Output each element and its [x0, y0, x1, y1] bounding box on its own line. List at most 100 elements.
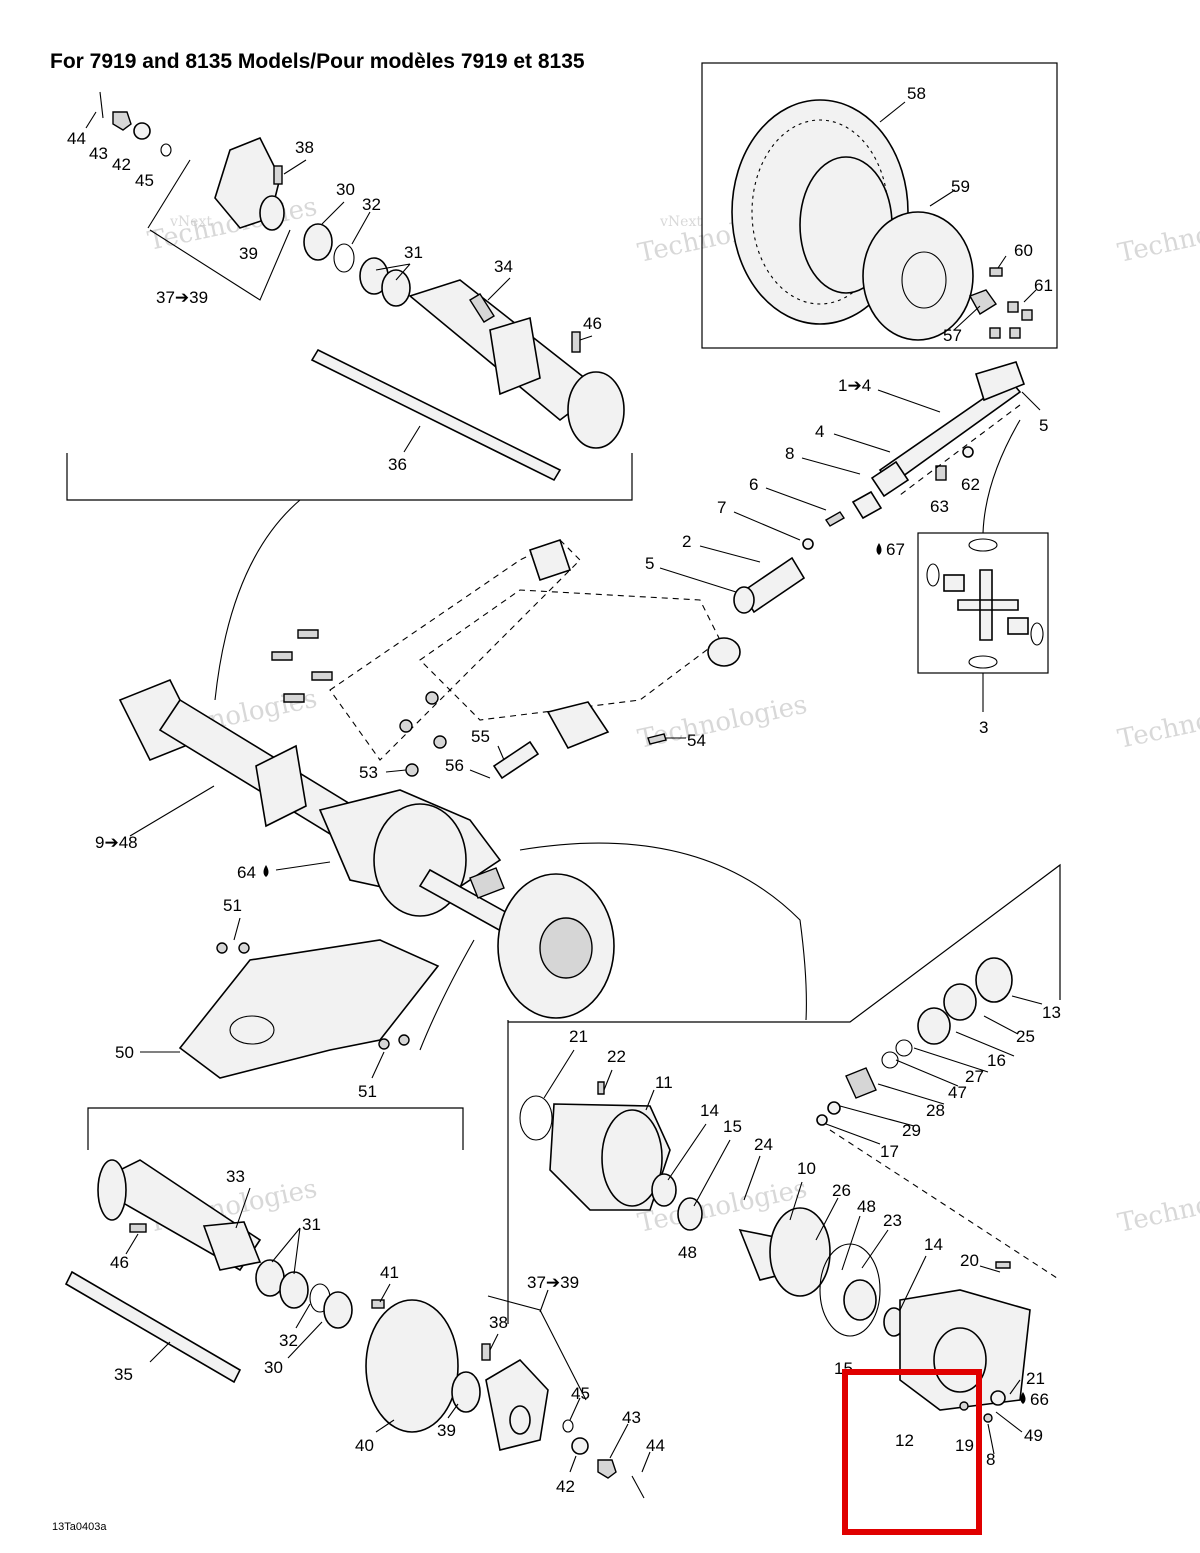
part-label: 40: [355, 1436, 374, 1455]
washer: [160, 143, 172, 157]
part-label: 16: [987, 1051, 1006, 1070]
part-label: 44: [646, 1436, 665, 1455]
swing-arm-outline: [329, 539, 581, 761]
part-label: 56: [445, 756, 464, 775]
part-label: 57: [943, 326, 962, 345]
part-label: 14: [700, 1101, 719, 1120]
nut: [597, 1459, 617, 1479]
diagram-title: For 7919 and 8135 Models/Pour modèles 79…: [50, 50, 585, 73]
part-label: 32: [362, 195, 381, 214]
part-label: 44: [67, 129, 86, 148]
leader-line: [419, 939, 475, 1051]
part-label: 25: [1016, 1027, 1035, 1046]
bearing: [651, 1173, 677, 1207]
part-label: 17: [880, 1142, 899, 1161]
bolt: [371, 1299, 385, 1309]
kit-bracket: [149, 229, 291, 301]
part-label: 7: [717, 498, 726, 517]
highlight-box: [842, 1369, 982, 1535]
part-label: 42: [112, 155, 131, 174]
part-label: 29: [902, 1121, 921, 1140]
hub-seal: [451, 1371, 481, 1413]
leader-line: [659, 389, 941, 593]
stud: [481, 1343, 491, 1361]
part-label: 39: [239, 244, 258, 263]
needle-bearing: [943, 574, 965, 592]
u-joint-cross: [957, 569, 1019, 641]
part-label: 26: [832, 1181, 851, 1200]
part-label: 10: [797, 1159, 816, 1178]
drain-plug: [990, 1390, 1006, 1406]
oil-drop-icon: [263, 865, 269, 877]
frame-bolts: [271, 629, 333, 703]
sleeve-end: [733, 586, 755, 614]
leader-line: [543, 1049, 1001, 1311]
part-label: 15: [723, 1117, 742, 1136]
leader-line: [1021, 391, 1041, 411]
bolt: [935, 465, 947, 481]
circlip: [968, 538, 998, 552]
leader-line: [987, 1379, 1023, 1455]
part-label: 67: [886, 540, 905, 559]
bolt: [983, 1413, 993, 1423]
watermark-text: vNext: [169, 214, 212, 230]
bearing-block: [202, 1221, 262, 1271]
part-label: 27: [965, 1067, 984, 1086]
part-label: 51: [358, 1082, 377, 1101]
part-label: 48: [678, 1243, 697, 1262]
skid-plate: [178, 939, 440, 1079]
pivot-plate: [546, 701, 610, 750]
bolt: [129, 1223, 147, 1233]
part-label: 54: [687, 731, 706, 750]
part-label: 66: [1030, 1390, 1049, 1409]
part-label: 62: [961, 475, 980, 494]
nut: [433, 735, 447, 749]
part-label: 39: [437, 1421, 456, 1440]
bracket: [469, 293, 495, 323]
part-label: 51: [223, 896, 242, 915]
wheel-tire-group: [701, 62, 1058, 349]
leader-line: [85, 111, 593, 341]
part-label: 22: [607, 1047, 626, 1066]
oil-drop-icon: [876, 543, 882, 555]
part-label: 46: [583, 314, 602, 333]
watermark-text: Technologies: [1115, 204, 1200, 269]
caliper-bracket: [469, 867, 505, 899]
part-label: 23: [883, 1211, 902, 1230]
axle-shaft: [310, 348, 562, 482]
nut: [943, 983, 977, 1021]
pivot-bushing: [707, 637, 741, 667]
part-label: 11: [655, 1073, 673, 1092]
seal: [303, 223, 333, 261]
part-label: 60: [1014, 241, 1033, 260]
leader-line: [825, 995, 1043, 1145]
part-label: 37➔39: [527, 1273, 579, 1292]
watermark-text: Technologies: [1115, 690, 1200, 755]
leader-line: [879, 101, 1037, 331]
circlip: [926, 563, 940, 587]
differential-group: [507, 863, 1061, 1423]
oil-drop-icons: [263, 543, 1026, 1404]
part-label: 8: [785, 444, 794, 463]
hub-bore: [509, 1405, 531, 1435]
upper-left-axle-group: [66, 91, 633, 501]
part-label: 21: [569, 1027, 588, 1046]
watermark-text: Technologies: [1115, 1174, 1200, 1239]
reference-code: 13Ta0403a: [52, 1521, 107, 1533]
part-label: 42: [556, 1477, 575, 1496]
axle-bracket: [87, 1107, 464, 1150]
part-label: 3: [979, 718, 988, 737]
part-label: 31: [302, 1215, 321, 1234]
circlip: [333, 243, 355, 273]
part-label: 33: [226, 1167, 245, 1186]
part-label: 28: [926, 1101, 945, 1120]
swing-arm-pivot: [528, 538, 572, 582]
bolt: [597, 1081, 605, 1095]
bearing: [843, 1279, 877, 1321]
part-label: 36: [388, 455, 407, 474]
nut: [398, 1034, 410, 1046]
brake-hub: [539, 917, 593, 979]
breather-fitting: [995, 1261, 1011, 1269]
ring-gear: [769, 1207, 831, 1297]
alignment-line: [829, 1129, 1061, 1281]
